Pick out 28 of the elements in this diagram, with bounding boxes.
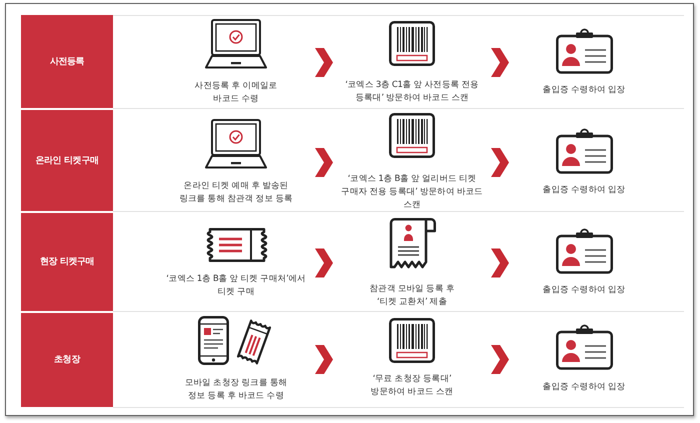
- step-caption: 출입증 수령하여 입장: [542, 84, 626, 96]
- category-label: 초청장: [54, 354, 80, 366]
- step-caption: 참관객 모바일 등록 후 ‘티켓 교환처’ 제출: [368, 282, 456, 308]
- step-caption: 출입증 수령하여 입장: [542, 380, 626, 394]
- category-label: 사전등록: [50, 56, 84, 68]
- chevron-arrow: [315, 345, 333, 374]
- category-header: [21, 313, 113, 407]
- step-caption: 출입증 수령하여 입장: [542, 184, 626, 196]
- step-caption: 사전등록 후 이메일로 바코드 수령: [194, 80, 278, 106]
- chevron-arrow: [315, 48, 333, 77]
- category-header: [21, 110, 113, 211]
- category-label: 현장 티켓구매: [40, 256, 94, 268]
- step-caption: ‘코엑스 1층 B홀 앞 얼리버드 티켓 구매자 전용 등록대’ 방문하여 바코드 스캔: [340, 172, 484, 212]
- step-caption: ‘무료 초청장 등록대’ 방문하여 바코드 스캔: [370, 372, 454, 398]
- step-caption: 출입증 수령하여 입장: [542, 284, 626, 296]
- chevron-arrow: [491, 345, 509, 374]
- category-label: 온라인 티켓구매: [36, 154, 98, 166]
- step-caption: ‘코엑스 1층 B홀 앞 티켓 구매처’에서 티켓 구매: [165, 272, 307, 298]
- chevron-arrow: [315, 248, 333, 278]
- chevron-arrow: [491, 248, 509, 278]
- step-caption: ‘코엑스 3층 C1홀 앞 사전등록 전용 등록대’ 방문하여 바코드 스캔: [344, 78, 480, 104]
- chevron-arrow: [491, 148, 509, 177]
- chevron-arrow: [491, 48, 509, 77]
- step-caption: 모바일 초청장 링크를 통해 정보 등록 후 바코드 수령: [184, 376, 288, 402]
- chevron-arrow: [315, 148, 333, 177]
- step-caption: 온라인 티켓 예매 후 발송된 링크를 통해 참관객 정보 등록: [178, 180, 294, 206]
- category-header: [21, 213, 113, 311]
- category-header: [21, 15, 113, 108]
